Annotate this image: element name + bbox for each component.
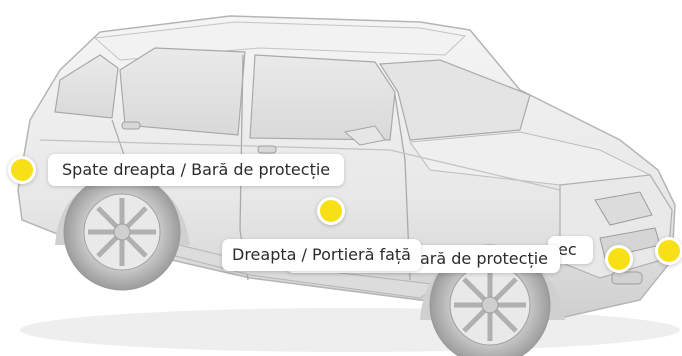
front-right-hotspot[interactable] xyxy=(655,237,682,265)
front-bumper-hotspot[interactable] xyxy=(605,245,633,273)
right-front-door-hotspot[interactable] xyxy=(317,197,345,225)
rear-right-bumper-label: Spate dreapta / Bară de protecție xyxy=(48,154,345,186)
right-front-door-label: Dreapta / Portieră față xyxy=(222,239,421,271)
rear-right-bumper-hotspot[interactable] xyxy=(8,156,36,184)
